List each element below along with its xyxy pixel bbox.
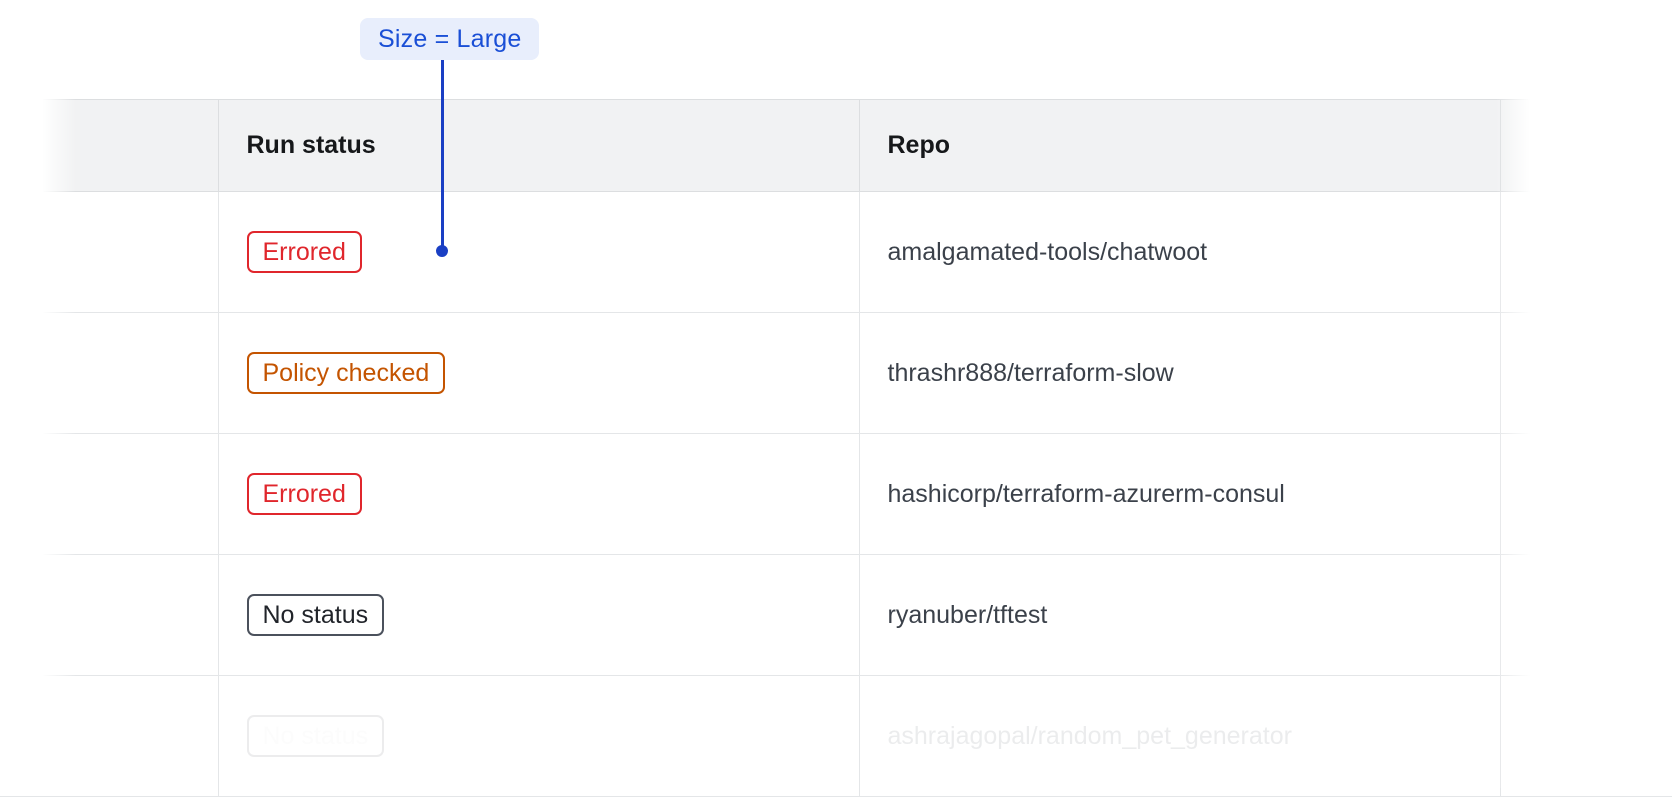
- repo-name[interactable]: ashrajagopal/random_pet_generator: [887, 721, 1292, 750]
- cell-run-status: No status: [217, 675, 859, 797]
- cell-repo: ashrajagopal/random_pet_generator: [858, 675, 1500, 797]
- cell-spacer: [0, 554, 56, 676]
- status-badge-label: Errored: [262, 479, 346, 508]
- status-badge[interactable]: No status: [246, 715, 385, 757]
- runs-table: Run status Repo Errored amalgamated-tools…: [0, 99, 1672, 797]
- table-row[interactable]: No status ryanuber/tftest: [0, 554, 1672, 676]
- repo-name[interactable]: thrashr888/terraform-slow: [887, 358, 1174, 387]
- table-row[interactable]: Errored hashicorp/terraform-azurerm-consu…: [0, 433, 1672, 555]
- cell-tail: [1499, 312, 1672, 434]
- cell-lead: [56, 191, 218, 313]
- cell-tail: [1499, 433, 1672, 555]
- cell-tail: [1499, 191, 1672, 313]
- repo-name[interactable]: amalgamated-tools/chatwoot: [887, 237, 1208, 266]
- cell-run-status: Policy checked: [217, 312, 859, 434]
- status-badge-label: No status: [262, 721, 369, 750]
- cell-repo: thrashr888/terraform-slow: [858, 312, 1500, 434]
- table-row[interactable]: Errored amalgamated-tools/chatwoot: [0, 191, 1672, 313]
- cell-run-status: Errored: [217, 433, 859, 555]
- table-header-row: Run status Repo: [0, 99, 1672, 192]
- column-header-spacer: [0, 99, 56, 192]
- cell-run-status: Errored: [217, 191, 859, 313]
- status-badge-label: Policy checked: [262, 358, 430, 387]
- status-badge[interactable]: Errored: [246, 231, 362, 273]
- status-badge[interactable]: Policy checked: [246, 352, 446, 394]
- cell-spacer: [0, 433, 56, 555]
- size-annotation-chip[interactable]: Size = Large: [360, 18, 540, 60]
- cell-lead: [56, 675, 218, 797]
- table-row[interactable]: No status ashrajagopal/random_pet_generat…: [0, 675, 1672, 797]
- table-row[interactable]: Policy checked thrashr888/terraform-slow: [0, 312, 1672, 434]
- cell-spacer: [0, 191, 56, 313]
- cell-run-status: No status: [217, 554, 859, 676]
- column-header-lead[interactable]: [56, 99, 218, 192]
- status-badge-label: Errored: [262, 237, 346, 266]
- cell-tail: [1499, 675, 1672, 797]
- cell-lead: [56, 312, 218, 434]
- cell-repo: amalgamated-tools/chatwoot: [858, 191, 1500, 313]
- cell-tail: [1499, 554, 1672, 676]
- column-header-run-status[interactable]: Run status: [217, 99, 859, 192]
- status-badge[interactable]: Errored: [246, 473, 362, 515]
- cell-spacer: [0, 675, 56, 797]
- column-header-tail: [1499, 99, 1672, 192]
- table-header: Run status Repo: [0, 99, 1672, 192]
- cell-repo: ryanuber/tftest: [858, 554, 1500, 676]
- cell-repo: hashicorp/terraform-azurerm-consul: [858, 433, 1500, 555]
- repo-name[interactable]: ryanuber/tftest: [887, 600, 1048, 629]
- column-header-repo[interactable]: Repo: [858, 99, 1500, 192]
- cell-lead: [56, 433, 218, 555]
- status-badge[interactable]: No status: [246, 594, 385, 636]
- cell-lead: [56, 554, 218, 676]
- repo-name[interactable]: hashicorp/terraform-azurerm-consul: [887, 479, 1285, 508]
- cell-spacer: [0, 312, 56, 434]
- status-badge-label: No status: [262, 600, 369, 629]
